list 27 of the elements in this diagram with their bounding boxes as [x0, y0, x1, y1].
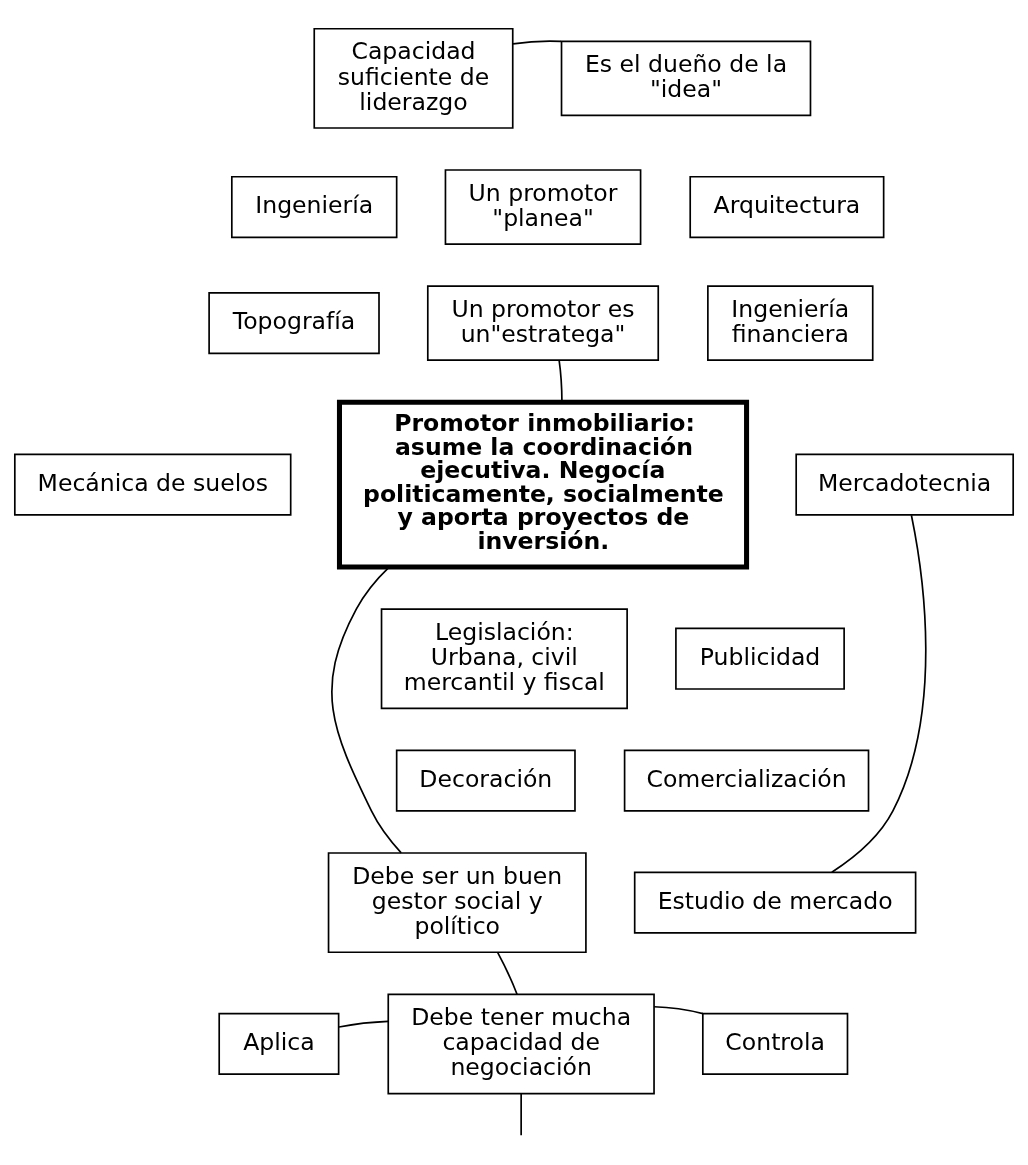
node-box: Estudio de mercado	[633, 871, 917, 934]
connector	[653, 1005, 704, 1014]
node-box: Publicidad	[675, 627, 845, 690]
node-box: Promotor inmobiliario: asume la coordinación ejecutiva. Negocía politicamente, socialmente y aporta proyectos de inversión.	[336, 399, 750, 570]
node-box: Comercialización	[623, 749, 870, 812]
node-box: Decoración	[395, 749, 576, 812]
node-box: Es el dueño de la "idea"	[560, 40, 812, 116]
node-box: Capacidad suficiente de liderazgo	[313, 27, 514, 129]
node-box: Controla	[702, 1012, 849, 1075]
connector	[520, 1092, 522, 1136]
node-box: Mecánica de suelos	[14, 452, 292, 516]
node-box: Un promotor "planea"	[444, 168, 642, 245]
node-box: Debe tener mucha capacidad de negociación	[387, 992, 655, 1094]
connector	[512, 39, 562, 45]
node-box: Un promotor es un"estratega"	[426, 284, 660, 361]
connector	[558, 359, 563, 403]
connector	[338, 1020, 389, 1028]
node-box: Mercadotecnia	[795, 452, 1014, 516]
node-box: Ingeniería financiera	[707, 284, 874, 361]
connector	[831, 513, 927, 873]
node-box: Aplica	[218, 1012, 340, 1075]
node-box: Topografía	[208, 291, 380, 354]
node-box: Arquitectura	[689, 175, 885, 238]
node-box: Debe ser un buen gestor social y político	[327, 851, 587, 953]
node-box: Legislación: Urbana, civil mercantil y fiscal	[380, 607, 628, 709]
connector	[496, 951, 518, 995]
node-box: Ingeniería	[231, 175, 398, 238]
